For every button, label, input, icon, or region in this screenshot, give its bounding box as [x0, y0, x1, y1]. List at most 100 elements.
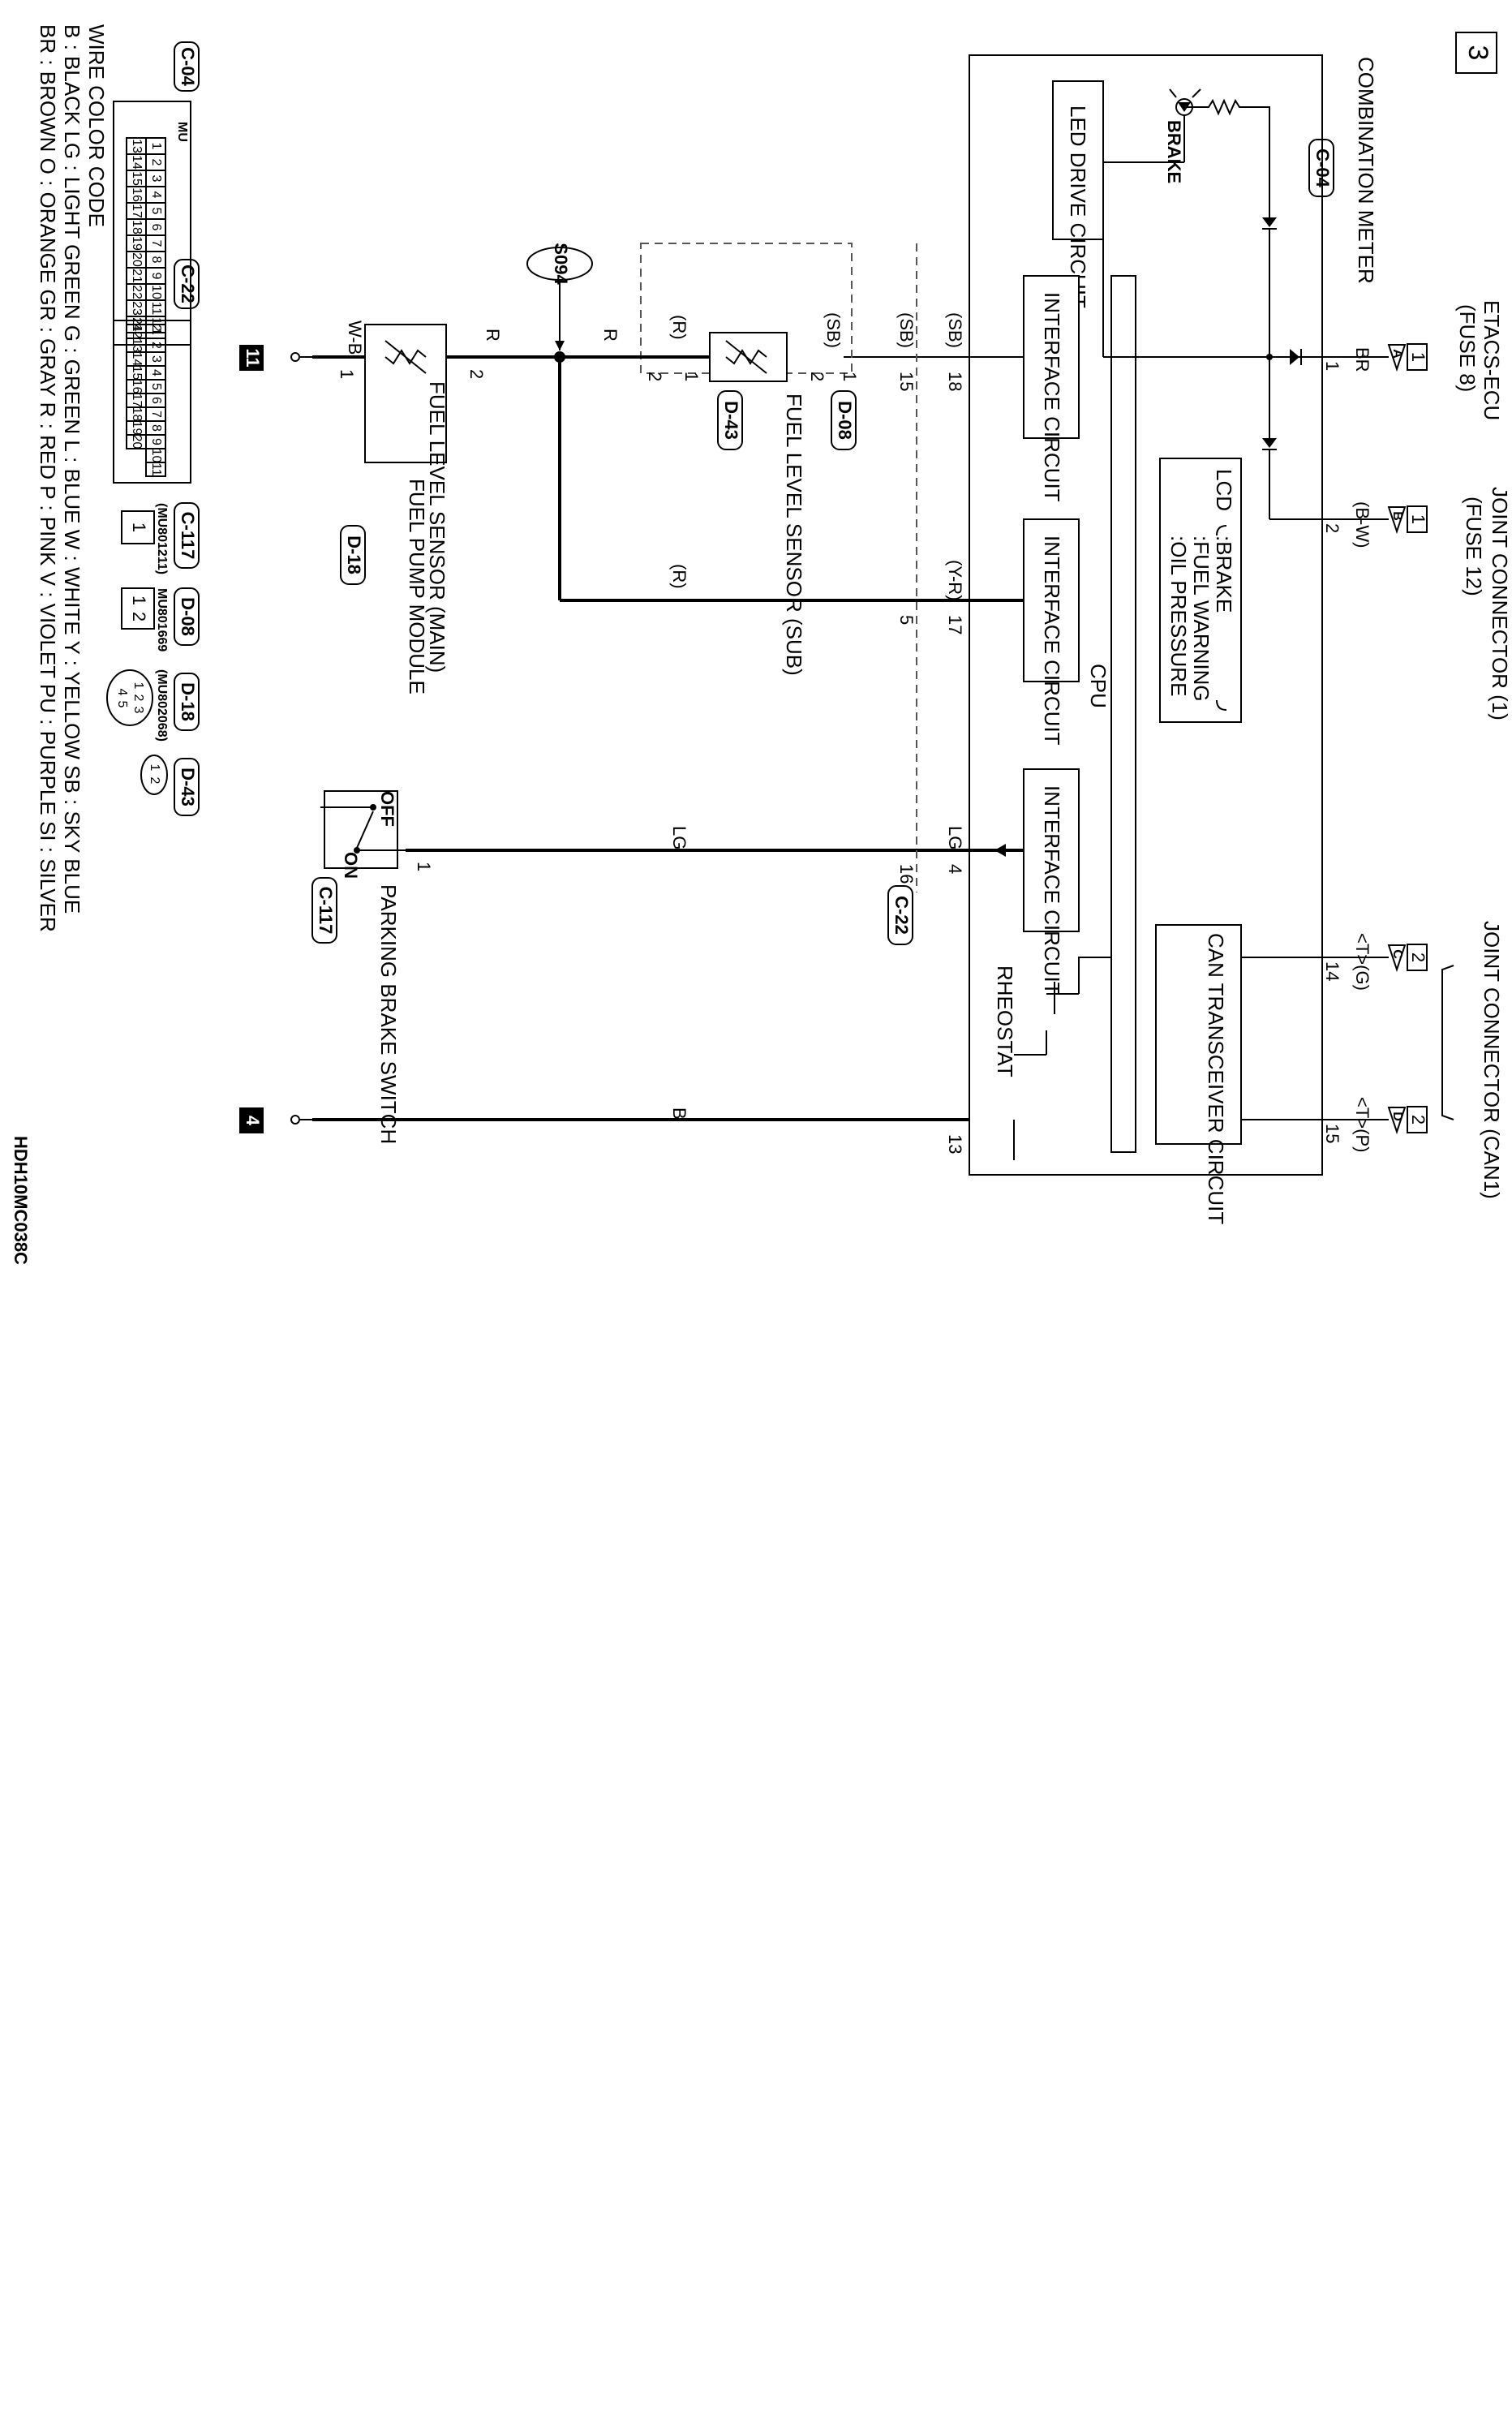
- svg-text:D-18: D-18: [344, 535, 364, 574]
- svg-text:D-43: D-43: [721, 401, 741, 440]
- pin-2: 2: [1322, 523, 1342, 533]
- interface-circuit-1-label: INTERFACE CIRCUIT: [1040, 292, 1064, 502]
- svg-text:A: A: [1390, 349, 1404, 359]
- svg-text:C-04: C-04: [178, 47, 198, 86]
- pin-15: 15: [1322, 1124, 1342, 1143]
- ground-4: 4: [239, 1107, 312, 1133]
- svg-text:MU: MU: [175, 122, 189, 142]
- etacs-ecu-label: ETACS-ECU: [1480, 300, 1504, 420]
- can-transceiver-label: CAN TRANSCEIVER CIRCUIT: [1204, 933, 1228, 1224]
- lcd-item-brake: :BRAKE: [1212, 535, 1236, 613]
- wire-r-paren-label-2: (R): [669, 564, 689, 589]
- svg-text:C-22: C-22: [891, 896, 912, 935]
- diode-icon: [994, 844, 1006, 857]
- svg-text:2: 2: [1408, 1115, 1428, 1125]
- joint-connector-can1-source-c: 2 C: [1387, 944, 1428, 973]
- interface-circuit-2: [1023, 518, 1080, 682]
- pin-1: 1: [1322, 361, 1342, 371]
- connector-c04-pin-label: 1: [149, 143, 163, 150]
- svg-text:3: 3: [131, 707, 145, 714]
- connector-c22-pin-label: 20: [130, 435, 144, 449]
- joint-connector-1-fuse: (FUSE 12): [1462, 497, 1486, 596]
- interface-circuit-3-label: INTERFACE CIRCUIT: [1040, 785, 1064, 996]
- connector-c22-pin-label: 13: [130, 338, 144, 353]
- svg-text:1: 1: [129, 596, 149, 605]
- connector-c04-pin-label: 8: [149, 256, 163, 264]
- wire-sb-label: (SB): [945, 312, 965, 348]
- lcd-item-fuel: :FUEL WARNING: [1189, 535, 1213, 702]
- wire-b-label: B: [669, 1107, 689, 1120]
- svg-text:2: 2: [129, 612, 149, 621]
- connector-c04-pin-label: 7: [149, 240, 163, 247]
- switch-on-label: ON: [341, 852, 361, 879]
- svg-text:C: C: [1390, 949, 1404, 959]
- led-drive-circuit: [1052, 80, 1104, 240]
- c22-pin-15: 15: [896, 372, 917, 391]
- c117-connector-tag: C-117: [311, 877, 337, 944]
- connector-d43-view: D-43 1 2: [140, 755, 200, 816]
- wire-wb-label: W-B: [345, 320, 365, 355]
- wire-color-code-title: WIRE COLOR CODE: [84, 24, 109, 227]
- brake-lamp-label: BRAKE: [1164, 120, 1184, 183]
- interface-circuit-3: [1023, 768, 1080, 932]
- connector-c22-pin-label: 3: [149, 355, 163, 363]
- cpu-label: CPU: [1086, 664, 1110, 708]
- connector-c22-pin-label: 11: [149, 462, 163, 476]
- fuel-level-sensor-main: [364, 324, 447, 463]
- d08-pin-1: 1: [840, 372, 860, 381]
- wire-br-label: BR: [1352, 347, 1372, 372]
- svg-text:5: 5: [115, 701, 129, 708]
- lcd-label: LCD: [1212, 469, 1236, 511]
- c22-connector-tag: C-22: [887, 885, 913, 945]
- fuel-level-sensor-sub: [709, 332, 788, 382]
- pin-13: 13: [945, 1134, 965, 1154]
- page-number: 3: [1463, 45, 1493, 61]
- connector-c04-view: C-04 MU: [113, 41, 200, 346]
- connector-c22-pin-label: 10: [149, 449, 163, 463]
- connector-c22-pin-label: 12: [130, 325, 144, 339]
- combination-meter-title: COMBINATION METER: [1354, 57, 1378, 284]
- svg-text:MU801669: MU801669: [155, 588, 169, 652]
- wire-tp-label: <T>(P): [1352, 1097, 1372, 1152]
- svg-text:C-117: C-117: [316, 887, 336, 935]
- page-number-box: [1455, 32, 1497, 74]
- fuel-level-sensor-main-label: FUEL LEVEL SENSOR (MAIN): [425, 381, 449, 673]
- d08-connector-tag: D-08: [831, 390, 857, 450]
- svg-text:2: 2: [1408, 953, 1428, 962]
- wire-sb-label-3: (SB): [823, 312, 844, 348]
- svg-text:C-04: C-04: [1312, 148, 1333, 187]
- wire-bw-label: (B-W): [1352, 501, 1372, 548]
- connector-c04-pin-label: 6: [149, 224, 163, 231]
- wire-lg-label-2: LG: [669, 826, 689, 849]
- joint-connector-can1-source-d: 2 D: [1387, 1106, 1428, 1135]
- connector-d18-view: D-18 (MU802068) 1 2 3 4 5: [106, 669, 200, 742]
- connector-c22-view: C-22: [113, 259, 200, 484]
- switch-off-label: OFF: [377, 791, 397, 827]
- wire-r-label-2: R: [483, 329, 503, 342]
- connector-c04-pin-label: 22: [130, 285, 144, 299]
- switch-icon: [320, 804, 406, 854]
- svg-text:D-08: D-08: [178, 597, 198, 636]
- svg-text:1: 1: [129, 522, 149, 532]
- svg-text:1: 1: [131, 682, 145, 690]
- connector-c04-pin-label: 10: [149, 285, 163, 299]
- connector-c04-pin-label: 11: [149, 302, 163, 316]
- cpu-block: [1110, 275, 1136, 1153]
- splice-s094: S094: [526, 243, 593, 350]
- connector-c22-pin-label: 7: [149, 411, 163, 418]
- connector-c22-pin-label: 6: [149, 397, 163, 404]
- connector-c04-pin-label: 3: [149, 175, 163, 183]
- wire-tg-label: <T>(G): [1352, 933, 1372, 991]
- d43-connector-tag: D-43: [717, 390, 743, 450]
- connector-c22-pin-label: 17: [130, 393, 144, 408]
- connector-c04-pin-label: 2: [149, 159, 163, 166]
- lcd-block: [1159, 458, 1242, 723]
- etacs-fuse-label: (FUSE 8): [1455, 304, 1480, 392]
- connector-c04-pin-label: 17: [130, 204, 144, 218]
- svg-text:11: 11: [243, 348, 263, 367]
- svg-text:C-117: C-117: [178, 512, 198, 560]
- lcd-brace: [1216, 525, 1227, 711]
- d18-pin-2: 2: [466, 369, 487, 379]
- svg-text:D-18: D-18: [178, 682, 198, 721]
